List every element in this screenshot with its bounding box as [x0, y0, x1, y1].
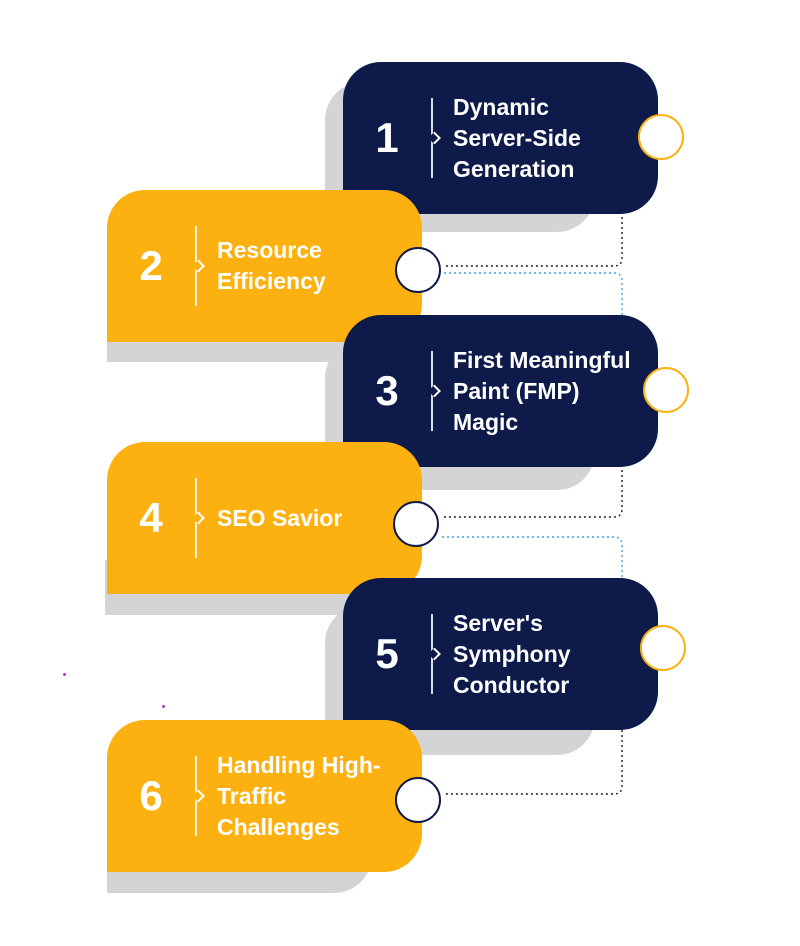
step-node-2	[395, 247, 441, 293]
connector-3-4	[442, 465, 623, 518]
step-node-3	[643, 367, 689, 413]
step-node-4	[393, 501, 439, 547]
step-number: 3	[375, 367, 399, 414]
decorative-dot	[162, 705, 165, 708]
connector-4-5	[442, 536, 623, 580]
step-number: 6	[139, 772, 163, 819]
step-label: Handling High- Traffic Challenges	[217, 751, 381, 840]
connector-1-2	[444, 212, 623, 267]
step-card-3: 3 First Meaningful Paint (FMP) Magic	[343, 315, 658, 467]
step-label: Resource Efficiency	[217, 237, 326, 294]
step-label: First Meaningful Paint (FMP) Magic	[453, 346, 631, 435]
step-label: SEO Savior	[217, 504, 343, 531]
step-label: Dynamic Server-Side Generation	[453, 93, 581, 182]
step-number: 2	[139, 242, 163, 289]
step-node-1	[638, 114, 684, 160]
step-card-6: 6 Handling High- Traffic Challenges	[107, 720, 422, 872]
step-number: 5	[375, 630, 399, 677]
step-card-1: 1 Dynamic Server-Side Generation	[343, 62, 658, 214]
connector-5-6	[444, 730, 623, 795]
step-node-5	[640, 625, 686, 671]
step-number: 4	[139, 494, 163, 541]
connector-2-3	[444, 272, 623, 318]
step-number: 1	[375, 114, 399, 161]
step-card-4: 4 SEO Savior	[107, 442, 422, 594]
step-card-5: 5 Server's Symphony Conductor	[343, 578, 658, 730]
step-node-6	[395, 777, 441, 823]
decorative-dot	[63, 673, 66, 676]
step-label: Server's Symphony Conductor	[453, 609, 571, 698]
